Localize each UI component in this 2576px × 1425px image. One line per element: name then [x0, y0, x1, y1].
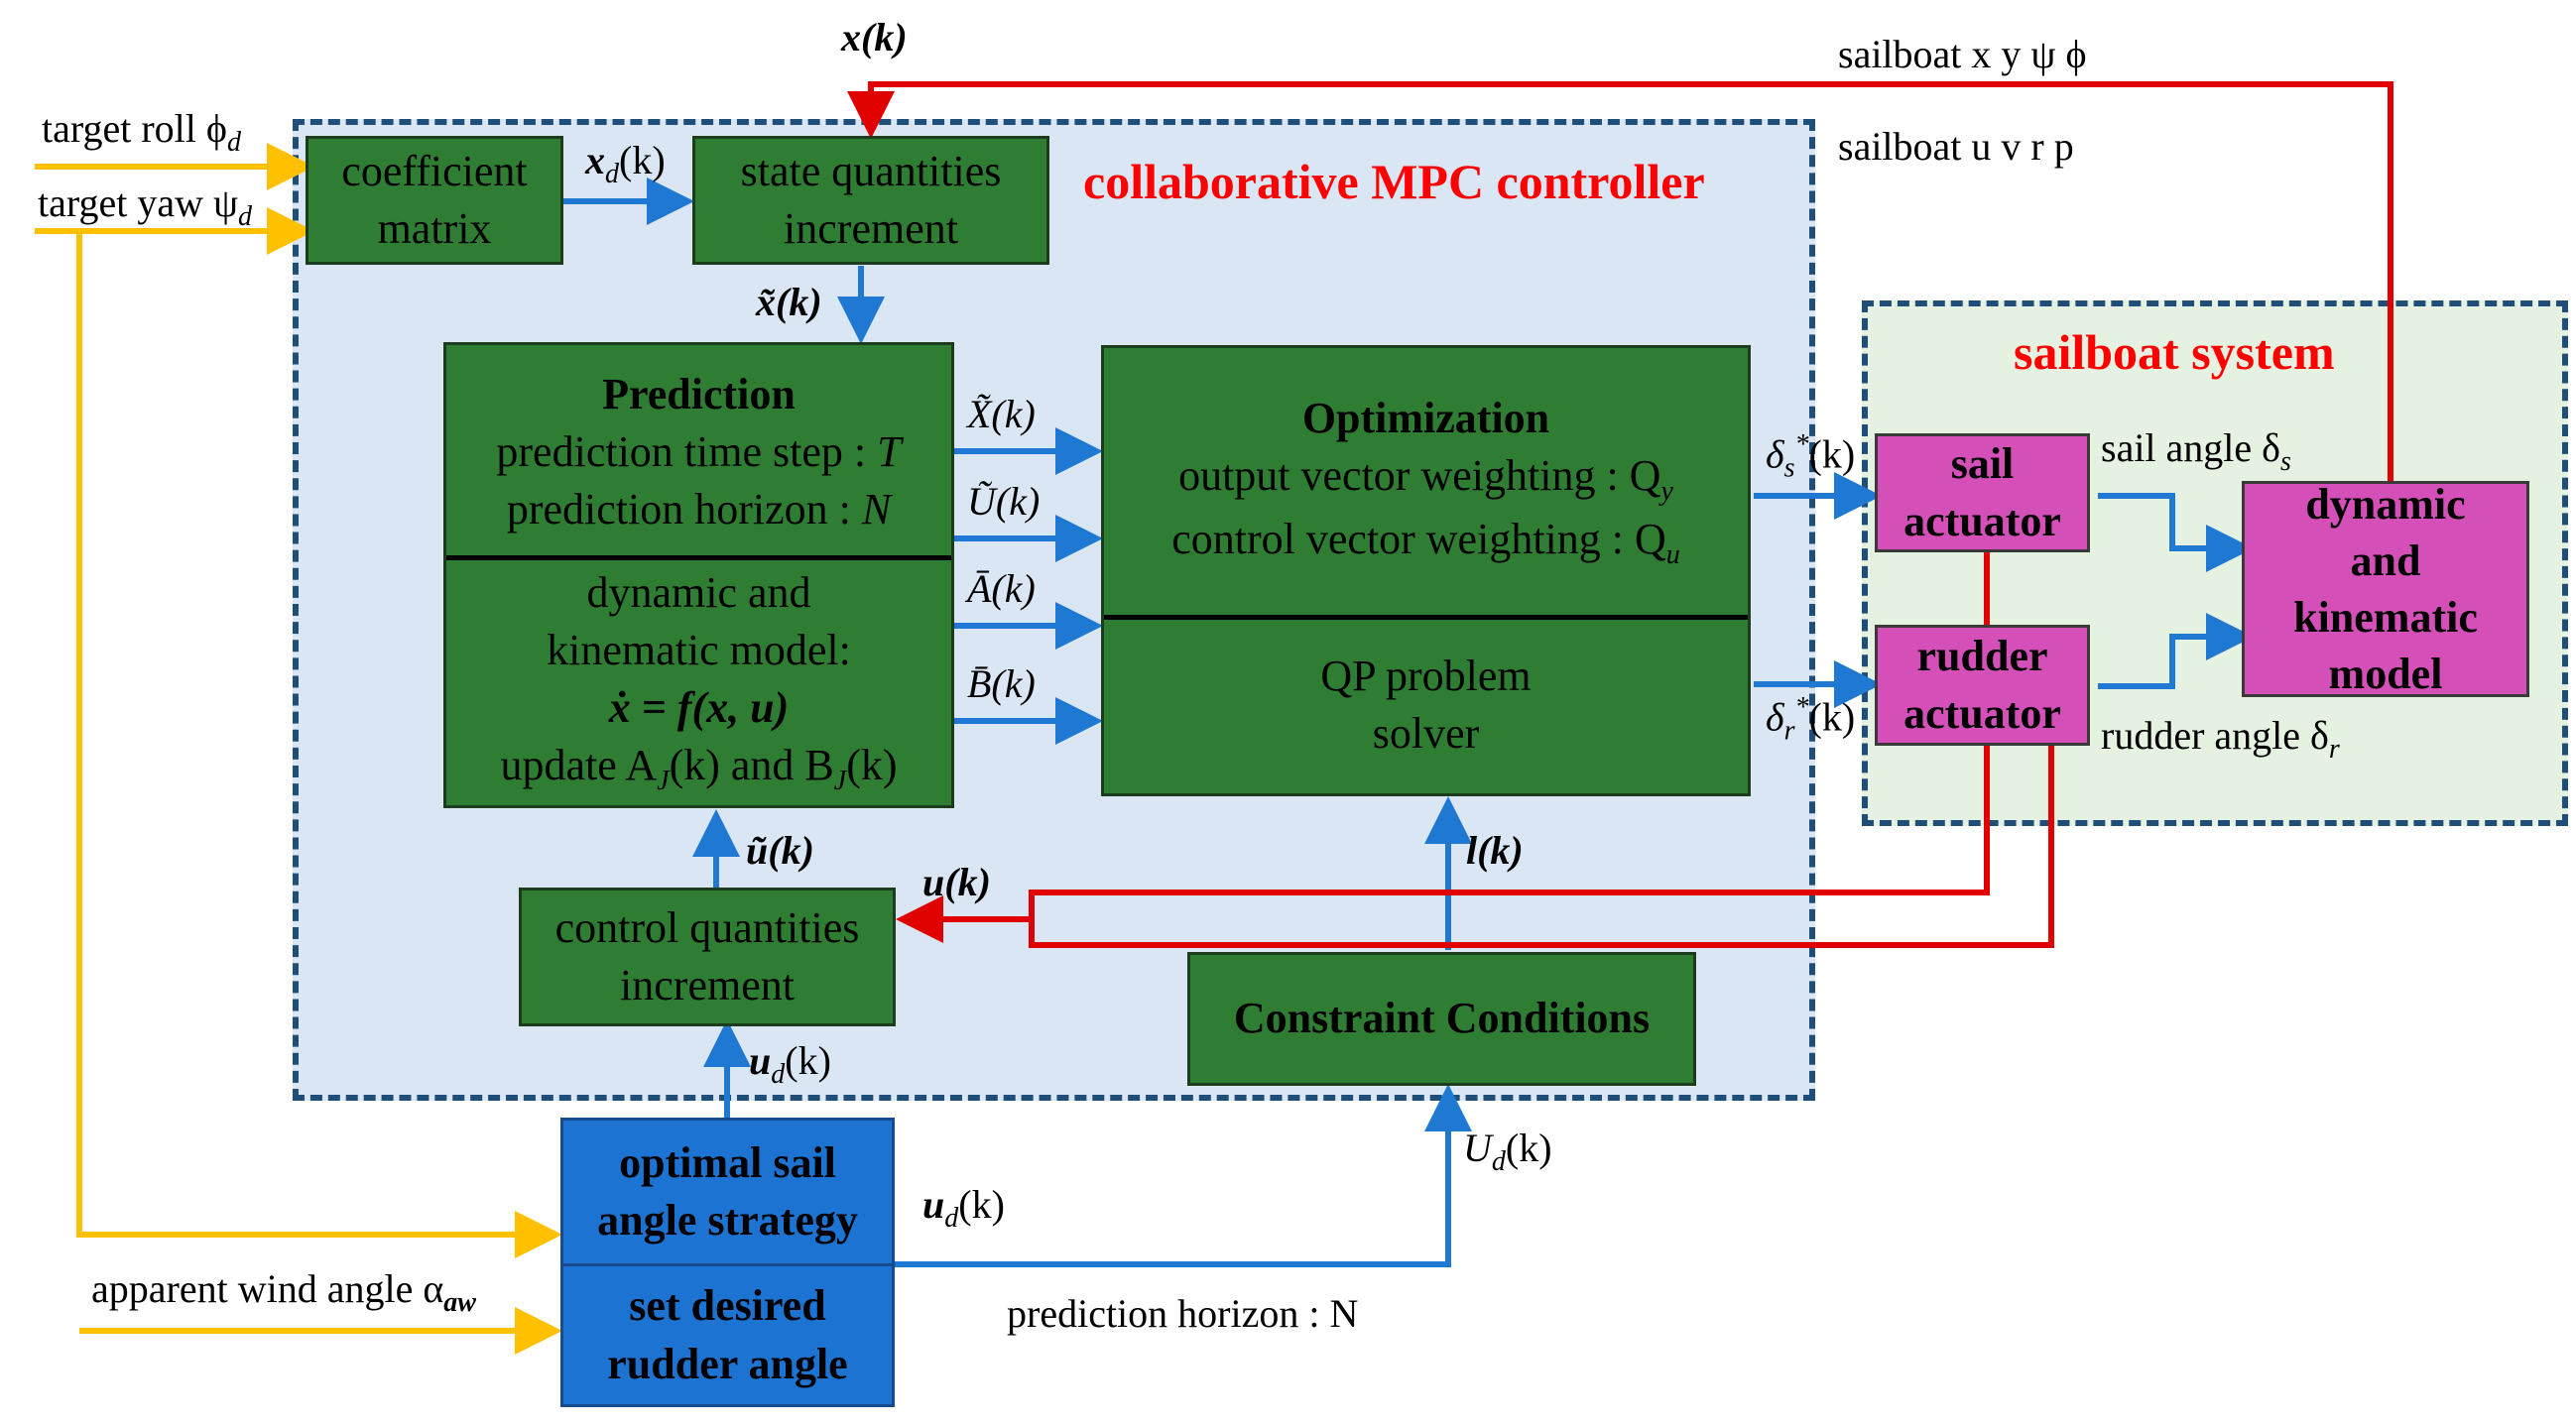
apparent-wind-label: apparent wind angle αaw — [91, 1266, 476, 1318]
ud-k-top-label: ud(k) — [749, 1038, 831, 1090]
rudder-feedback-line — [1029, 746, 2054, 948]
prediction-block: Prediction prediction time step : T pred… — [443, 342, 954, 808]
feedback-wires — [847, 81, 2393, 948]
state-increment-block: state quantities increment — [692, 136, 1049, 265]
sailboat-velocity-label: sailboat u v r p — [1838, 124, 2074, 169]
dynamic-model-line3: kinematic — [2293, 593, 2478, 642]
dynamic-model-line4: model — [2328, 650, 2443, 699]
prediction-divider — [446, 555, 951, 560]
state-feedback-arrow — [847, 81, 2393, 481]
state-increment-line1: state quantities — [740, 146, 1002, 195]
X-tilde-label: X̃(k) — [967, 392, 1036, 436]
sail-angle-label: sail angle δs — [2101, 425, 2291, 477]
prediction-horizon-line: prediction horizon : N — [506, 485, 892, 534]
rudder-angle-arrow — [2098, 613, 2254, 689]
Ud-k-label: Ud(k) — [1463, 1126, 1552, 1177]
model-line2: kinematic model: — [547, 626, 851, 675]
control-increment-line1: control quantities — [554, 902, 860, 952]
state-increment-line2: increment — [784, 204, 958, 253]
constraint-conditions-text: Constraint Conditions — [1233, 994, 1651, 1043]
sailboat-pose-label: sailboat x y ψ ϕ — [1838, 32, 2087, 76]
input-wires — [35, 143, 562, 1355]
coefficient-matrix-line2: matrix — [377, 204, 492, 253]
control-weighting-line: control vector weighting : Qu — [1171, 515, 1680, 570]
target-roll-label: target roll ϕd — [42, 106, 241, 158]
dynamic-model-block: dynamic and kinematic model — [2242, 480, 2529, 698]
xd-k-label: xd(k) — [585, 138, 666, 189]
desired-rudder-line2: rudder angle — [607, 1339, 848, 1388]
control-increment-block: control quantities increment — [519, 888, 896, 1026]
optimization-block: Optimization output vector weighting : Q… — [1101, 345, 1751, 796]
signal-wires — [563, 178, 2254, 1267]
optimal-sail-line2: angle strategy — [597, 1196, 858, 1245]
prediction-step-line: prediction time step : T — [496, 427, 902, 477]
u-k-label: u(k) — [922, 860, 991, 904]
optimization-title: Optimization — [1301, 394, 1550, 443]
qp-solver-line2: solver — [1372, 708, 1480, 758]
A-bar-label: Ā(k) — [967, 566, 1036, 611]
update-matrices-line: update AJ(k) and BJ(k) — [500, 741, 898, 797]
ud-k-right-label: ud(k) — [922, 1182, 1005, 1234]
dynamic-model-line2: and — [2350, 535, 2421, 585]
sail-actuator-line2: actuator — [1903, 497, 2061, 545]
x-tilde-label: x̃(k) — [756, 280, 822, 324]
coefficient-matrix-line1: coefficient — [341, 146, 528, 195]
desired-rudder-block: set desired rudder angle — [560, 1263, 895, 1407]
delta-s-star-label: δs*(k) — [1766, 429, 1856, 484]
model-line1: dynamic and — [586, 568, 811, 618]
rudder-actuator-block: rudder actuator — [1875, 625, 2090, 746]
target-yaw-label: target yaw ψd — [38, 180, 253, 232]
dynamic-model-line1: dynamic — [2305, 479, 2466, 529]
prediction-title: Prediction — [602, 369, 796, 418]
prediction-horizon-label: prediction horizon : N — [1007, 1291, 1359, 1336]
rudder-actuator-line1: rudder — [1916, 631, 2048, 680]
mpc-controller-title: collaborative MPC controller — [1083, 154, 1705, 209]
model-equation: ẋ = f(x, u) — [608, 683, 790, 733]
x-k-label: x(k) — [841, 15, 908, 59]
B-bar-label: B̄(k) — [967, 661, 1036, 706]
Ud-arrow — [895, 1084, 1472, 1267]
output-weighting-line: output vector weighting : Qy — [1178, 451, 1673, 508]
optimization-divider — [1104, 615, 1748, 620]
optimal-sail-strategy-block: optimal sail angle strategy — [560, 1118, 895, 1266]
sail-angle-arrow — [2098, 493, 2254, 572]
sail-actuator-block: sail actuator — [1875, 433, 2090, 552]
constraint-conditions-block: Constraint Conditions — [1187, 952, 1696, 1086]
control-increment-line2: increment — [620, 961, 795, 1009]
U-tilde-label: Ũ(k) — [967, 479, 1041, 524]
coefficient-matrix-block: coefficient matrix — [306, 136, 563, 265]
desired-rudder-line1: set desired — [629, 1281, 826, 1331]
yaw-to-strategy-arrow — [76, 231, 562, 1258]
u-feedback-arrow — [896, 746, 1990, 943]
optimal-sail-line1: optimal sail — [619, 1137, 836, 1187]
rudder-angle-label: rudder angle δr — [2101, 713, 2340, 765]
rudder-actuator-line2: actuator — [1903, 689, 2061, 738]
delta-r-star-label: δr*(k) — [1766, 692, 1856, 747]
u-tilde-label: ũ(k) — [746, 828, 814, 873]
sailboat-system-title: sailboat system — [2014, 324, 2335, 380]
l-k-label: l(k) — [1466, 828, 1524, 873]
qp-solver-line1: QP problem — [1320, 651, 1532, 700]
sail-actuator-line1: sail — [1950, 438, 2015, 488]
